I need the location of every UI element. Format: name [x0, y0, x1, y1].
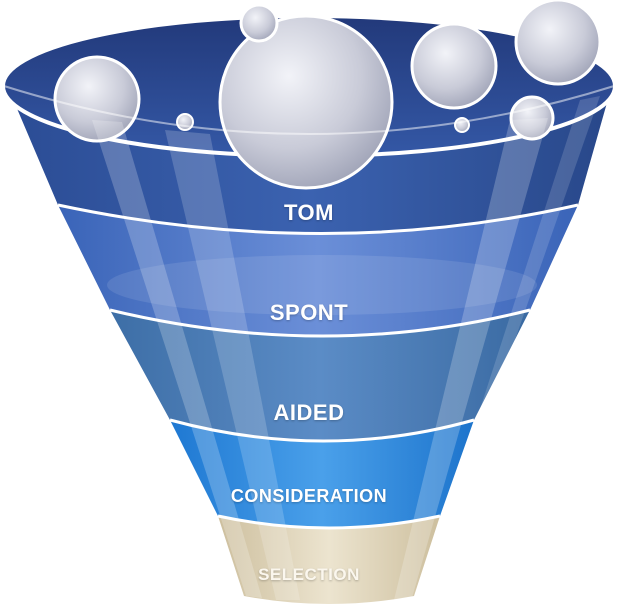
rim-front-edge [3, 85, 615, 135]
bubbles [53, 0, 602, 190]
stage-label-selection: SELECTION [258, 565, 360, 584]
aided-band [110, 310, 530, 441]
stage-label-aided: AIDED [273, 400, 345, 425]
bubble-left [53, 55, 141, 143]
stage-label-tom: TOM [284, 200, 334, 225]
bubble-tiny-right [454, 117, 470, 133]
bubble-top-small [239, 3, 279, 43]
bubble-right-top [514, 0, 602, 86]
center-glow [107, 255, 537, 315]
selection-band [218, 516, 440, 604]
light-streaks [92, 96, 600, 600]
spont-band [58, 205, 578, 336]
band-separators [57, 203, 579, 530]
bubble-right-low [509, 95, 555, 141]
consideration-band [170, 420, 474, 528]
stage-label-consideration: CONSIDERATION [230, 486, 388, 506]
stage-label-spont: SPONT [269, 300, 349, 325]
bubble-large [218, 14, 394, 190]
bubble-right-mid [410, 22, 498, 110]
